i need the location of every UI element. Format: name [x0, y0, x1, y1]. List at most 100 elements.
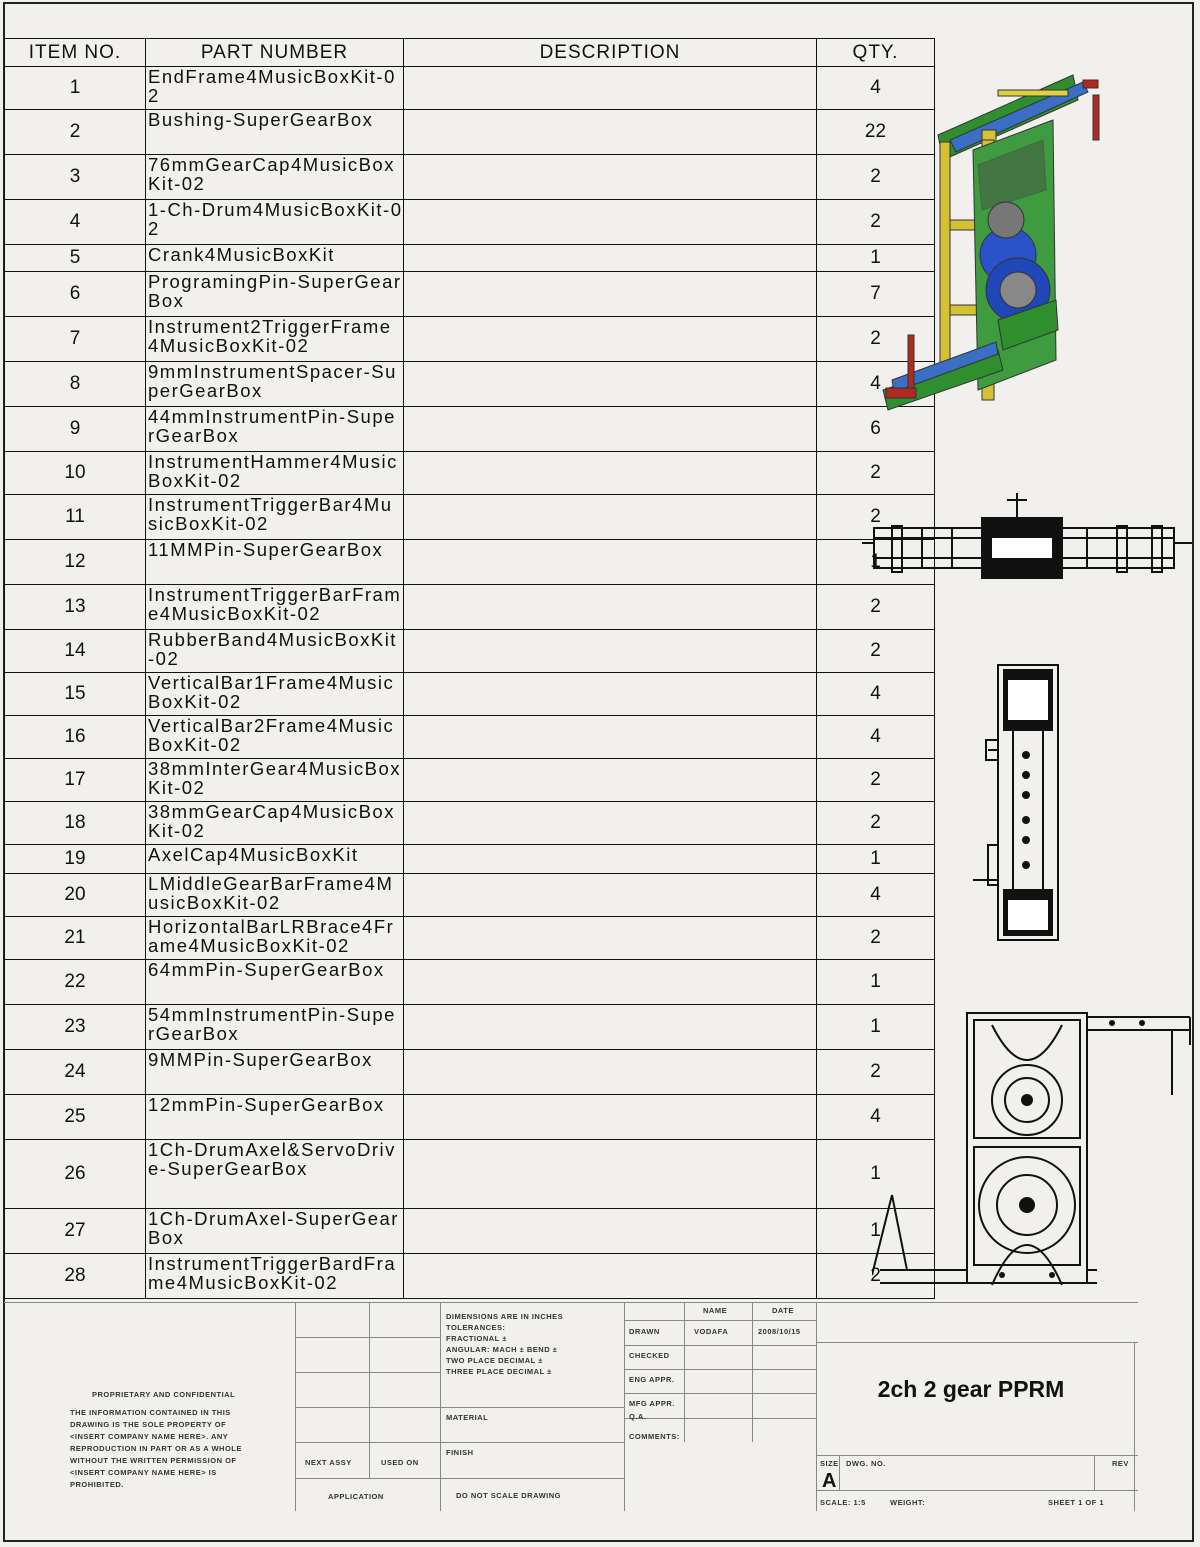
proprietary-line: WITHOUT THE WRITTEN PERMISSION OF: [70, 1456, 237, 1465]
proprietary-line: REPRODUCTION IN PART OR AS A WHOLE: [70, 1444, 242, 1453]
drawn-date: 2008/10/15: [758, 1327, 801, 1336]
proprietary-notice: THE INFORMATION CONTAINED IN THIS DRAWING…: [70, 1408, 242, 1492]
description-cell: [403, 1094, 817, 1140]
quantity-cell: 2: [816, 154, 935, 200]
item-number-cell: 24: [4, 1049, 146, 1095]
description-cell: [403, 873, 817, 917]
quantity-cell: 2: [816, 758, 935, 802]
item-number-cell: 21: [4, 916, 146, 960]
item-number-cell: 10: [4, 451, 146, 495]
item-number-cell: 7: [4, 316, 146, 362]
description-cell: [403, 916, 817, 960]
item-number-cell: 4: [4, 199, 146, 245]
quantity-cell: 1: [816, 1004, 935, 1050]
proprietary-line: DRAWING IS THE SOLE PROPERTY OF: [70, 1420, 227, 1429]
quantity-cell: 4: [816, 672, 935, 716]
part-number-cell: 11MMPin-SuperGearBox: [145, 539, 404, 585]
sheet-size-letter: A: [822, 1470, 837, 1492]
quantity-cell: 2: [816, 584, 935, 630]
item-number-cell: 19: [4, 844, 146, 874]
drawing-title: 2ch 2 gear PPRM: [877, 1376, 1065, 1402]
tolerance-line: TOLERANCES:: [446, 1323, 506, 1332]
part-number-cell: VerticalBar1Frame4MusicBoxKit-02: [145, 672, 404, 716]
next-assy-label: NEXT ASSY: [305, 1458, 352, 1467]
front-view-drawing: [872, 1012, 1191, 1286]
item-number-cell: 28: [4, 1253, 146, 1299]
description-cell: [403, 154, 817, 200]
checked-label: CHECKED: [629, 1351, 670, 1360]
description-cell: [403, 1208, 817, 1254]
item-number-cell: 3: [4, 154, 146, 200]
part-number-cell: InstrumentHammer4MusicBoxKit-02: [145, 451, 404, 495]
item-number-cell: 18: [4, 801, 146, 845]
tolerance-line: THREE PLACE DECIMAL ±: [446, 1367, 552, 1376]
item-number-cell: 8: [4, 361, 146, 407]
title-block: PROPRIETARY AND CONFIDENTIAL THE INFORMA…: [4, 1302, 1138, 1511]
item-number-cell: 26: [4, 1139, 146, 1209]
part-number-cell: LMiddleGearBarFrame4MusicBoxKit-02: [145, 873, 404, 917]
proprietary-line: THE INFORMATION CONTAINED IN THIS: [70, 1408, 231, 1417]
sheet-number: SHEET 1 OF 1: [1048, 1498, 1105, 1507]
item-number-cell: 5: [4, 244, 146, 272]
part-number-cell: 1-Ch-Drum4MusicBoxKit-02: [145, 199, 404, 245]
part-number-cell: 54mmInstrumentPin-SuperGearBox: [145, 1004, 404, 1050]
finish-label: FINISH: [446, 1448, 474, 1457]
quantity-cell: 4: [816, 715, 935, 759]
proprietary-line: PROHIBITED.: [70, 1480, 124, 1489]
description-cell: [403, 66, 817, 110]
bom-header-row: ITEM NO. PART NUMBER DESCRIPTION QTY.: [4, 38, 935, 67]
description-cell: [403, 672, 817, 716]
description-cell: [403, 715, 817, 759]
description-cell: [403, 758, 817, 802]
tolerance-line: FRACTIONAL ±: [446, 1334, 507, 1343]
part-number-cell: 1Ch-DrumAxel-SuperGearBox: [145, 1208, 404, 1254]
part-number-cell: HorizontalBarLRBrace4Frame4MusicBoxKit-0…: [145, 916, 404, 960]
quantity-cell: 4: [816, 1094, 935, 1140]
item-number-cell: 12: [4, 539, 146, 585]
description-cell: [403, 1253, 817, 1299]
item-number-cell: 14: [4, 629, 146, 673]
date-column-header: DATE: [772, 1306, 794, 1315]
item-number-cell: 23: [4, 1004, 146, 1050]
weight-label: WEIGHT:: [890, 1498, 926, 1507]
description-cell: [403, 494, 817, 540]
quantity-cell: 2: [816, 916, 935, 960]
name-column-header: NAME: [703, 1306, 728, 1315]
top-view-drawing: [862, 493, 1192, 579]
part-number-cell: EndFrame4MusicBoxKit-02: [145, 66, 404, 110]
side-view-drawing: [973, 664, 1059, 941]
used-on-label: USED ON: [381, 1458, 419, 1467]
part-number-cell: InstrumentTriggerBarFrame4MusicBoxKit-02: [145, 584, 404, 630]
description-cell: [403, 959, 817, 1005]
quantity-cell: 2: [816, 451, 935, 495]
part-number-cell: 64mmPin-SuperGearBox: [145, 959, 404, 1005]
part-number-header: PART NUMBER: [145, 38, 404, 67]
description-cell: [403, 1049, 817, 1095]
tolerance-line: DIMENSIONS ARE IN INCHES: [446, 1312, 564, 1321]
item-number-cell: 6: [4, 271, 146, 317]
quantity-cell: 4: [816, 873, 935, 917]
quantity-cell: 7: [816, 271, 935, 317]
item-number-cell: 16: [4, 715, 146, 759]
item-number-cell: 22: [4, 959, 146, 1005]
item-number-cell: 9: [4, 406, 146, 452]
